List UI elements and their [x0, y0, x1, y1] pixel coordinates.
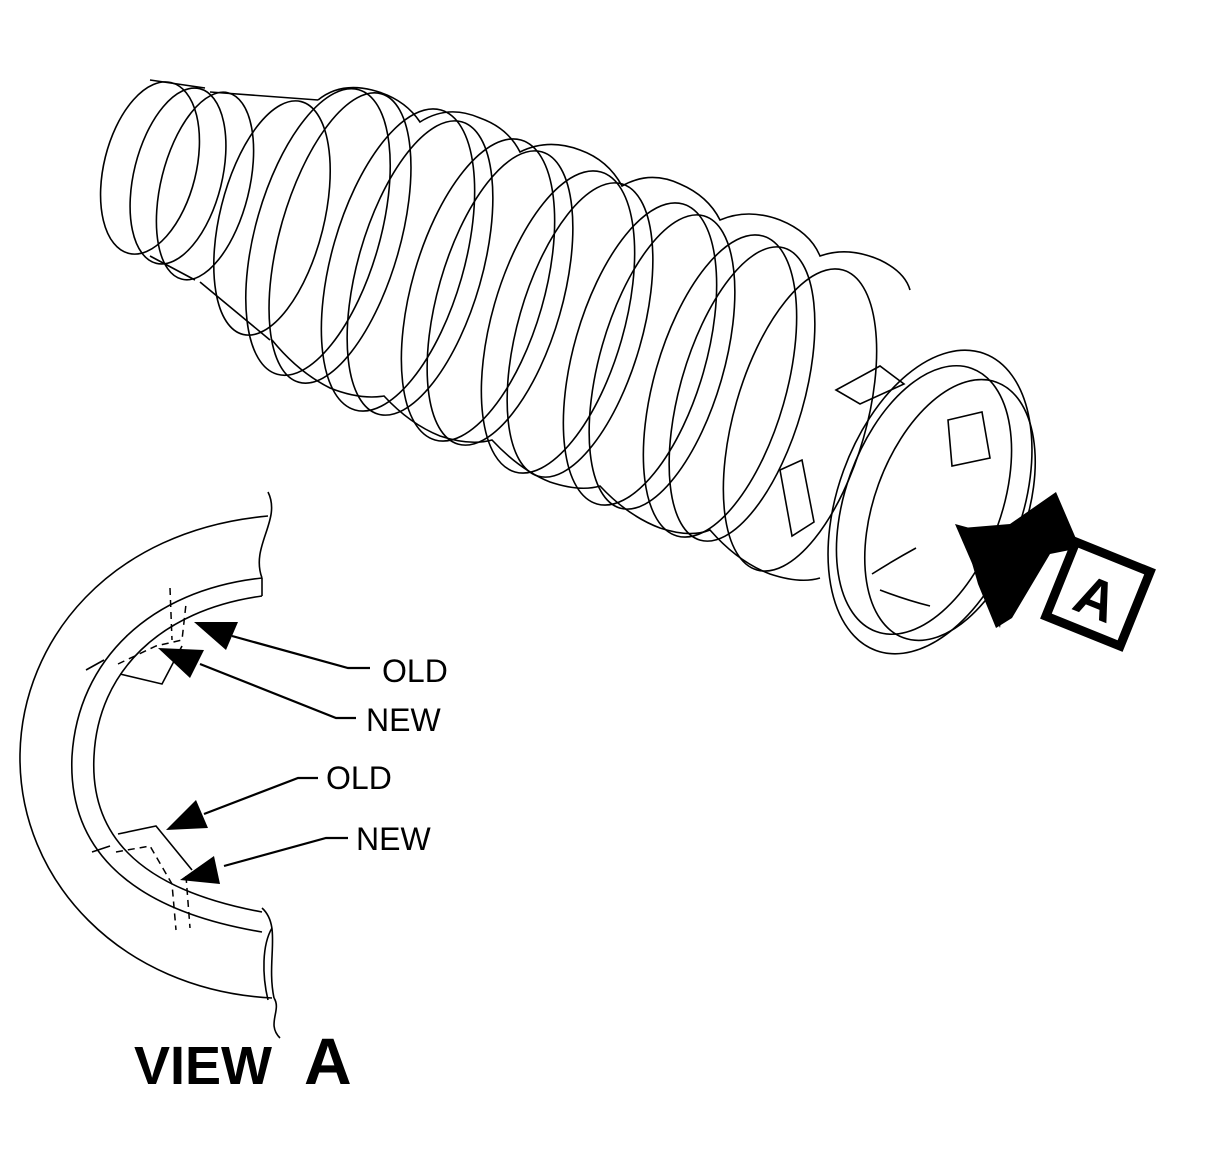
view-a-title-letter: A: [304, 1024, 352, 1098]
view-a-detail: [19, 491, 281, 1039]
bellows-boot: [99, 79, 1037, 655]
boot-tapered-neck: [199, 91, 332, 341]
boot-large-end: [779, 349, 1037, 655]
view-direction-arrow: [955, 492, 1080, 628]
callout-box: A: [1040, 536, 1156, 652]
view-a-leaders: [158, 622, 370, 884]
view-a-title: VIEW A: [134, 1024, 352, 1098]
label-new-upper: NEW: [366, 702, 441, 738]
view-a-labels: OLD NEW OLD NEW: [326, 653, 448, 857]
view-a-title-word: VIEW: [134, 1036, 272, 1096]
boot-convolutions: [244, 86, 911, 582]
label-old-lower: OLD: [326, 760, 392, 796]
label-old-upper: OLD: [382, 653, 448, 689]
boot-small-end-collar: [99, 79, 255, 281]
label-new-lower: NEW: [356, 821, 431, 857]
